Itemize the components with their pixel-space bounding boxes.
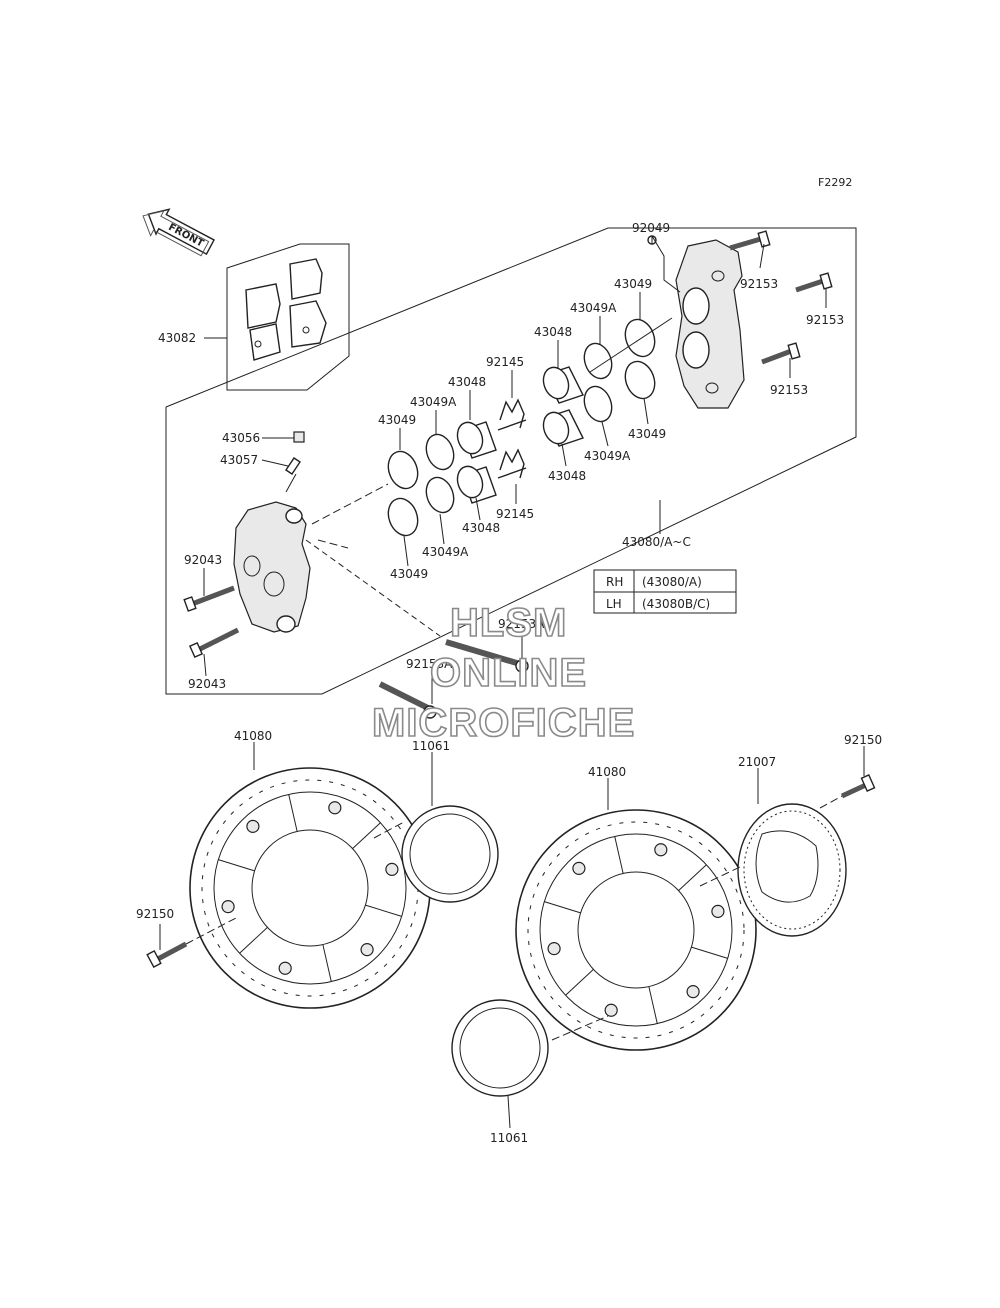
abs-sensor-ring-21007 — [737, 803, 847, 937]
variant-rh-side: RH — [606, 575, 623, 589]
bolt-92150-right — [840, 774, 876, 799]
disc-bolt-hole — [686, 985, 700, 999]
assembly-outline — [165, 227, 857, 695]
left-piston-group — [387, 421, 497, 537]
bleeder-valve-43057 — [285, 457, 301, 475]
label-43049-right: 43049 — [628, 427, 666, 441]
disc-spoke — [218, 859, 255, 872]
variant-lh-side: LH — [606, 597, 622, 611]
disc-spoke — [544, 901, 581, 914]
label-92153-2: 92153 — [806, 313, 844, 327]
pin-92153A-upper — [445, 639, 529, 673]
bleeder-cap-43056 — [293, 431, 305, 443]
label-43082: 43082 — [158, 331, 196, 345]
label-92049: 92049 — [632, 221, 670, 235]
pin-92153A-lower — [378, 681, 437, 719]
label-43049A-top: 43049A — [570, 301, 617, 315]
figure-code: F2292 — [818, 176, 852, 189]
disc-bolt-hole — [221, 900, 235, 914]
label-41080-left: 41080 — [234, 729, 272, 743]
disc-bolt-hole — [360, 943, 374, 957]
disc-spoke — [365, 904, 402, 917]
disc-bolt-hole — [572, 861, 586, 875]
variant-table: RH (43080/A) LH (43080B/C) — [593, 569, 737, 614]
disc-bolt-hole — [604, 1003, 618, 1017]
label-43048-top: 43048 — [534, 325, 572, 339]
label-92153A-2: 92153A — [406, 657, 453, 671]
disc-bolt-hole — [654, 843, 668, 857]
disc-bolt-hole — [385, 862, 399, 876]
label-92043-top: 92043 — [184, 553, 222, 567]
label-41080-right: 41080 — [588, 765, 626, 779]
label-92043-bot: 92043 — [188, 677, 226, 691]
shim-11061-lower — [451, 999, 549, 1097]
bolt-92153-lower — [761, 342, 801, 365]
disc-bolt-hole — [246, 819, 260, 833]
pad-box — [226, 243, 350, 391]
caliper-right-half — [675, 239, 745, 409]
disc-spoke — [648, 986, 658, 1024]
shim-11061-upper — [401, 805, 499, 903]
label-11061-bot: 11061 — [490, 1131, 528, 1145]
watermark-line1: HLSM — [450, 601, 567, 645]
assembly-guide-lines — [285, 317, 673, 637]
label-92150-right: 92150 — [844, 733, 882, 747]
brake-disc-left — [189, 767, 431, 1009]
label-92153-3: 92153 — [770, 383, 808, 397]
label-43049A-mid: 43049A — [410, 395, 457, 409]
bolt-92043-lower — [188, 627, 240, 659]
disc-bolt-hole — [278, 961, 292, 975]
disc-bolt-hole — [711, 904, 725, 918]
label-92153-1: 92153 — [740, 277, 778, 291]
label-43048-right: 43048 — [548, 469, 586, 483]
disc-spoke — [239, 927, 268, 954]
disc-spoke — [565, 969, 594, 996]
leader-lines — [159, 235, 865, 1129]
disc-spoke — [691, 946, 728, 959]
disc-spoke — [322, 944, 332, 982]
bolt-92153-upper — [729, 230, 771, 251]
label-43056: 43056 — [222, 431, 260, 445]
label-92145-top: 92145 — [486, 355, 524, 369]
disc-guide-lines — [185, 795, 843, 1041]
bolt-92150-left — [146, 941, 188, 969]
watermark-line3: MICROFICHE — [372, 701, 635, 745]
bolt-92153-middle — [795, 272, 833, 293]
label-43048-mid: 43048 — [448, 375, 486, 389]
part-labels: 92049 43049 43049A 43048 92153 92153 921… — [136, 221, 882, 1145]
label-43057: 43057 — [220, 453, 258, 467]
label-43049A-low: 43049A — [422, 545, 469, 559]
label-43080: 43080/A~C — [622, 535, 691, 549]
watermark-line2: ONLINE — [430, 651, 587, 695]
variant-lh-part: (43080B/C) — [642, 597, 710, 611]
disc-bolt-hole — [328, 801, 342, 815]
disc-spoke — [614, 836, 624, 874]
bolt-92043-upper — [183, 585, 235, 612]
variant-rh-part: (43080/A) — [642, 575, 702, 589]
disc-spoke — [288, 794, 298, 832]
right-piston-group — [542, 318, 656, 447]
brake-disc-right — [515, 809, 757, 1051]
watermark: HLSM ONLINE MICROFICHE — [371, 600, 635, 746]
label-92153A-1: 92153A — [498, 617, 545, 631]
label-92145-bot: 92145 — [496, 507, 534, 521]
label-21007: 21007 — [738, 755, 776, 769]
label-43048-low: 43048 — [462, 521, 500, 535]
caliper-left-half — [233, 501, 311, 633]
spring-92145-lower — [497, 448, 527, 479]
disc-bolt-hole — [547, 942, 561, 956]
label-92150-left: 92150 — [136, 907, 174, 921]
spring-92145-upper — [497, 398, 527, 431]
label-43049-low: 43049 — [390, 567, 428, 581]
label-43049-mid: 43049 — [378, 413, 416, 427]
disc-spoke — [352, 822, 381, 849]
label-43049A-right: 43049A — [584, 449, 631, 463]
front-arrow-icon: FRONT — [142, 208, 215, 257]
brake-pads — [245, 258, 327, 361]
label-11061-top: 11061 — [412, 739, 450, 753]
disc-spoke — [678, 864, 707, 891]
label-43049-top: 43049 — [614, 277, 652, 291]
